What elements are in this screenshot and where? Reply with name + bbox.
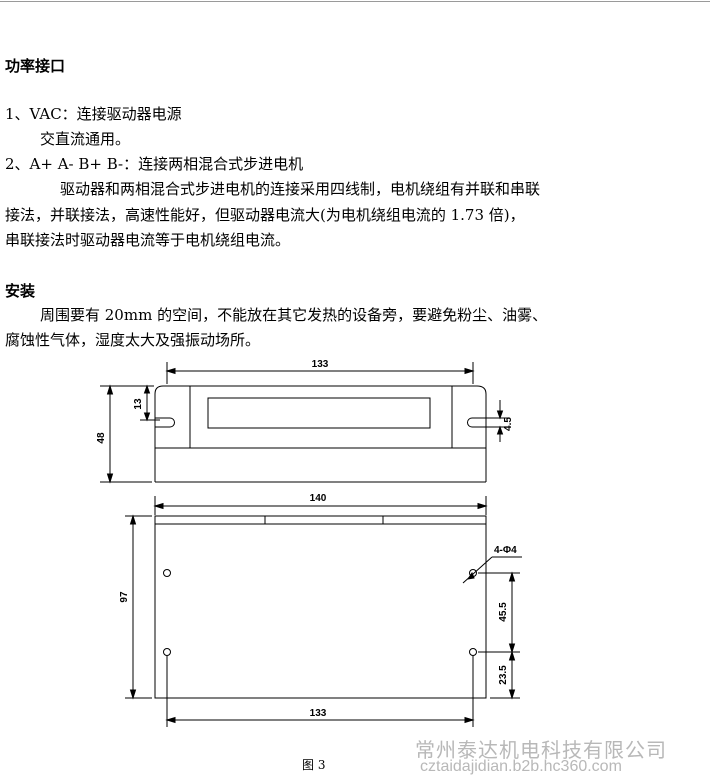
dim-hole-spacing: 45.5 [498, 602, 509, 622]
dim-hole-bottom: 23.5 [498, 665, 509, 685]
power-line-vac: 1、VAC：连接驱动器电源 [5, 105, 182, 123]
dim-holes: 4-Φ4 [494, 545, 517, 556]
dim-hole-pitch: 133 [310, 708, 327, 719]
dim-plan-height: 97 [119, 591, 130, 603]
dim-plan-width: 140 [310, 493, 327, 504]
heading-installation: 安装 [5, 282, 36, 300]
dim-slot-width: 4.5 [503, 417, 514, 431]
power-para-line: 接法，并联接法，高速性能好，但驱动器电流大(为电机绕组电流的 1.73 倍)， [5, 206, 525, 224]
power-para-line: 驱动器和两相混合式步进电机的连接采用四线制，电机绕组有并联和串联 [60, 180, 541, 198]
power-para-line: 串联接法时驱动器电流等于电机绕组电流。 [5, 231, 291, 249]
figure-caption: 图 3 [302, 758, 325, 772]
install-para-line: 周围要有 20mm 的空间，不能放在其它发热的设备旁，要避免粉尘、油雾、 [40, 306, 548, 324]
dim-slot-offset: 13 [133, 398, 144, 410]
watermark-company: 常州泰达机电科技有限公司 [415, 738, 667, 762]
heading-power-interface: 功率接口 [5, 57, 66, 75]
watermark-url: cztaidajidian.b2b.hc360.com [420, 758, 622, 775]
top-divider [0, 1, 710, 2]
power-line-vac-note: 交直流通用。 [40, 130, 131, 148]
dim-top-height: 48 [96, 432, 107, 444]
dim-top-width: 133 [312, 359, 329, 370]
install-para-line: 腐蚀性气体，湿度太大及强振动场所。 [5, 331, 261, 349]
power-line-motor: 2、A+ A- B+ B-：连接两相混合式步进电机 [5, 155, 304, 173]
